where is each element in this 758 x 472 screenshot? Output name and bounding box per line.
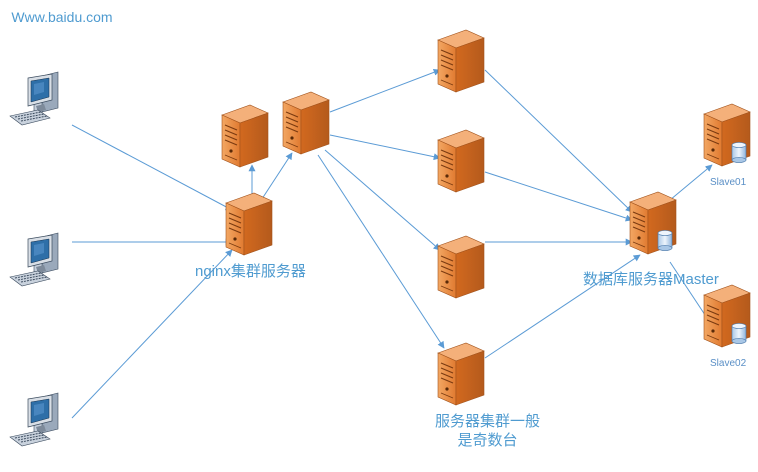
edge-nginx-router-to-app4 [317, 154, 445, 349]
edge-nginx-router-to-app1 [329, 68, 441, 113]
computer-icon-client2 [9, 232, 59, 287]
database-icon [657, 230, 673, 251]
server-icon-app3 [437, 235, 485, 299]
database-icon [731, 142, 747, 163]
app-server-cluster-label: 服务器集群一般是奇数台 [434, 413, 540, 449]
edge-client1-to-nginx-primary [71, 124, 233, 211]
database-icon [731, 323, 747, 344]
edge-nginx-primary-to-nginx-router [257, 152, 293, 206]
server-icon-nginx-router [282, 91, 330, 155]
server-icon-db-slave01 [703, 103, 751, 167]
edge-app1-to-db-master [484, 69, 633, 213]
server-icon-db-master [629, 191, 677, 255]
edge-client3-to-nginx-primary [71, 249, 233, 419]
server-icon-nginx-primary [225, 192, 273, 256]
slave01-label: Slave01 [710, 177, 747, 188]
edge-nginx-router-to-app3 [324, 149, 441, 251]
computer-icon-client3 [9, 392, 59, 447]
slave02-label: Slave02 [710, 358, 747, 369]
nginx-cluster-label: nginx集群服务器 [195, 263, 306, 280]
server-icon-app2 [437, 129, 485, 193]
edge-app2-to-db-master [484, 171, 633, 222]
db-master-label: 数据库服务器Master [583, 271, 719, 288]
server-icon-app4 [437, 342, 485, 406]
connections [71, 68, 716, 419]
server-icon-db-slave02 [703, 284, 751, 348]
domain-label: Www.baidu.com [11, 9, 113, 25]
edge-db-master-to-db-slave01 [669, 164, 713, 201]
devices [9, 29, 751, 447]
edge-nginx-router-to-app2 [329, 134, 441, 161]
server-icon-nginx-backup [221, 104, 269, 168]
server-icon-app1 [437, 29, 485, 93]
computer-icon-client1 [9, 71, 59, 126]
edge-app4-to-db-master [484, 254, 641, 359]
